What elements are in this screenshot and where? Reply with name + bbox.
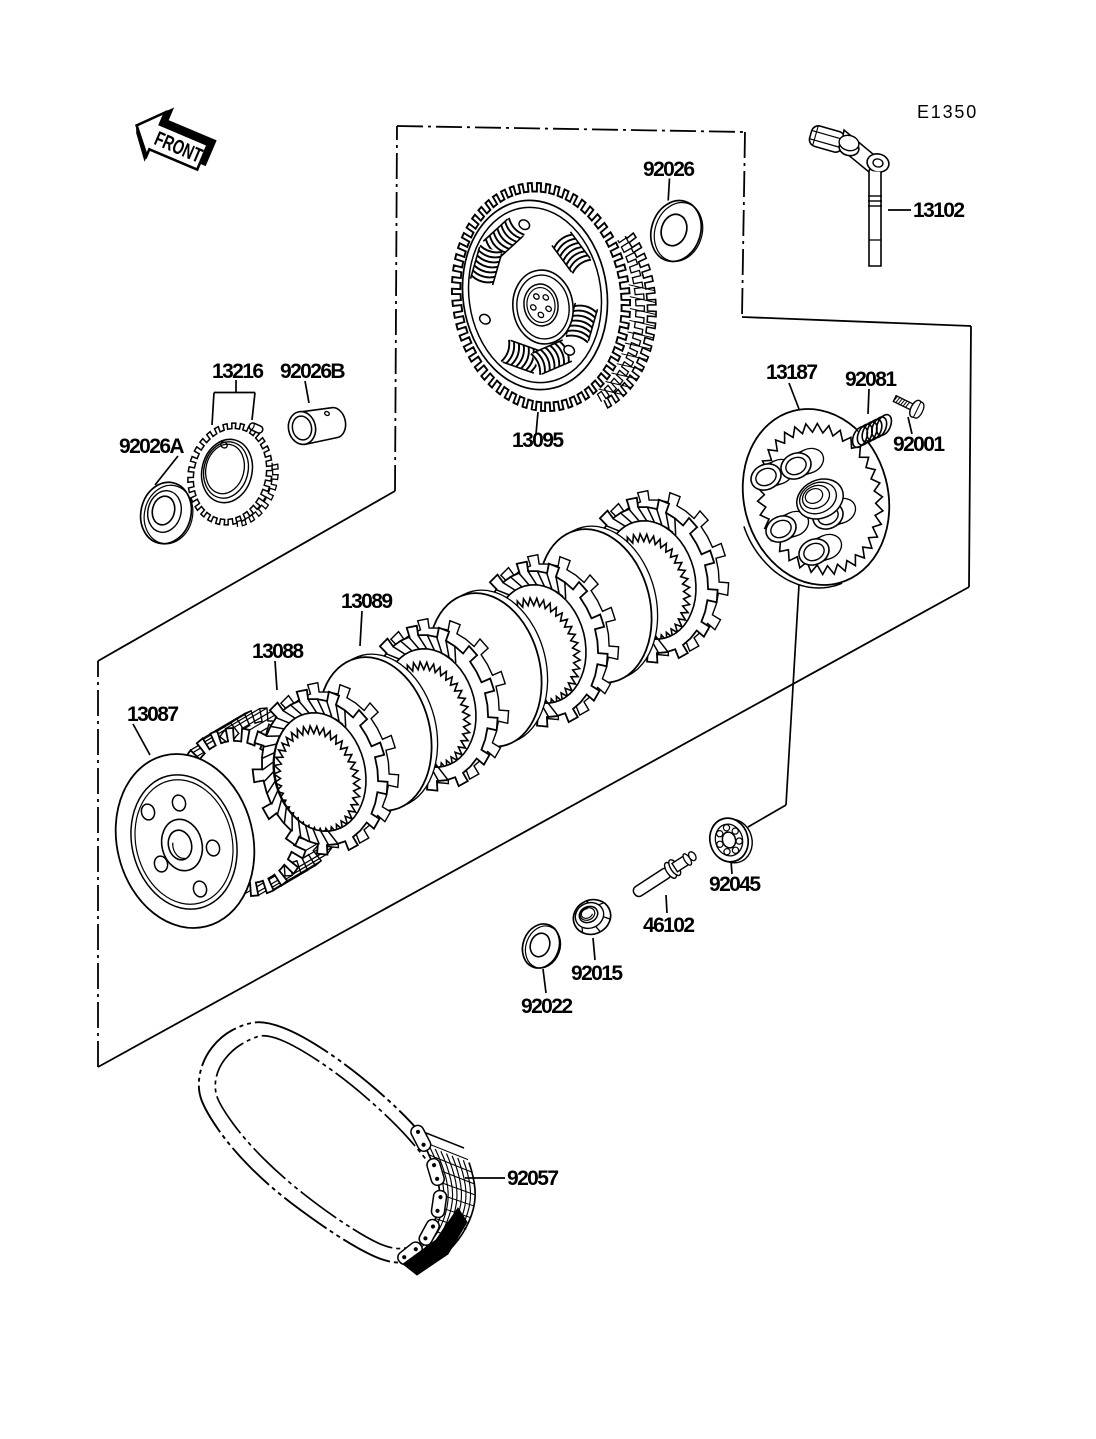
svg-text:13102: 13102 bbox=[913, 199, 964, 222]
svg-text:13216: 13216 bbox=[212, 360, 263, 383]
svg-text:92026: 92026 bbox=[643, 158, 694, 181]
svg-text:13089: 13089 bbox=[341, 590, 392, 613]
svg-text:13087: 13087 bbox=[127, 703, 178, 726]
svg-text:92026A: 92026A bbox=[119, 435, 184, 458]
svg-text:92001: 92001 bbox=[893, 433, 945, 456]
svg-text:13187: 13187 bbox=[766, 361, 817, 384]
svg-text:92057: 92057 bbox=[507, 1167, 558, 1190]
svg-text:13095: 13095 bbox=[512, 429, 564, 452]
svg-text:92026B: 92026B bbox=[280, 360, 345, 383]
svg-text:46102: 46102 bbox=[643, 914, 694, 937]
svg-text:13088: 13088 bbox=[252, 640, 304, 663]
svg-text:E1350: E1350 bbox=[917, 102, 978, 122]
svg-text:92015: 92015 bbox=[571, 962, 623, 985]
svg-text:92022: 92022 bbox=[521, 995, 572, 1018]
svg-text:92045: 92045 bbox=[709, 873, 761, 896]
svg-text:92081: 92081 bbox=[845, 368, 897, 391]
